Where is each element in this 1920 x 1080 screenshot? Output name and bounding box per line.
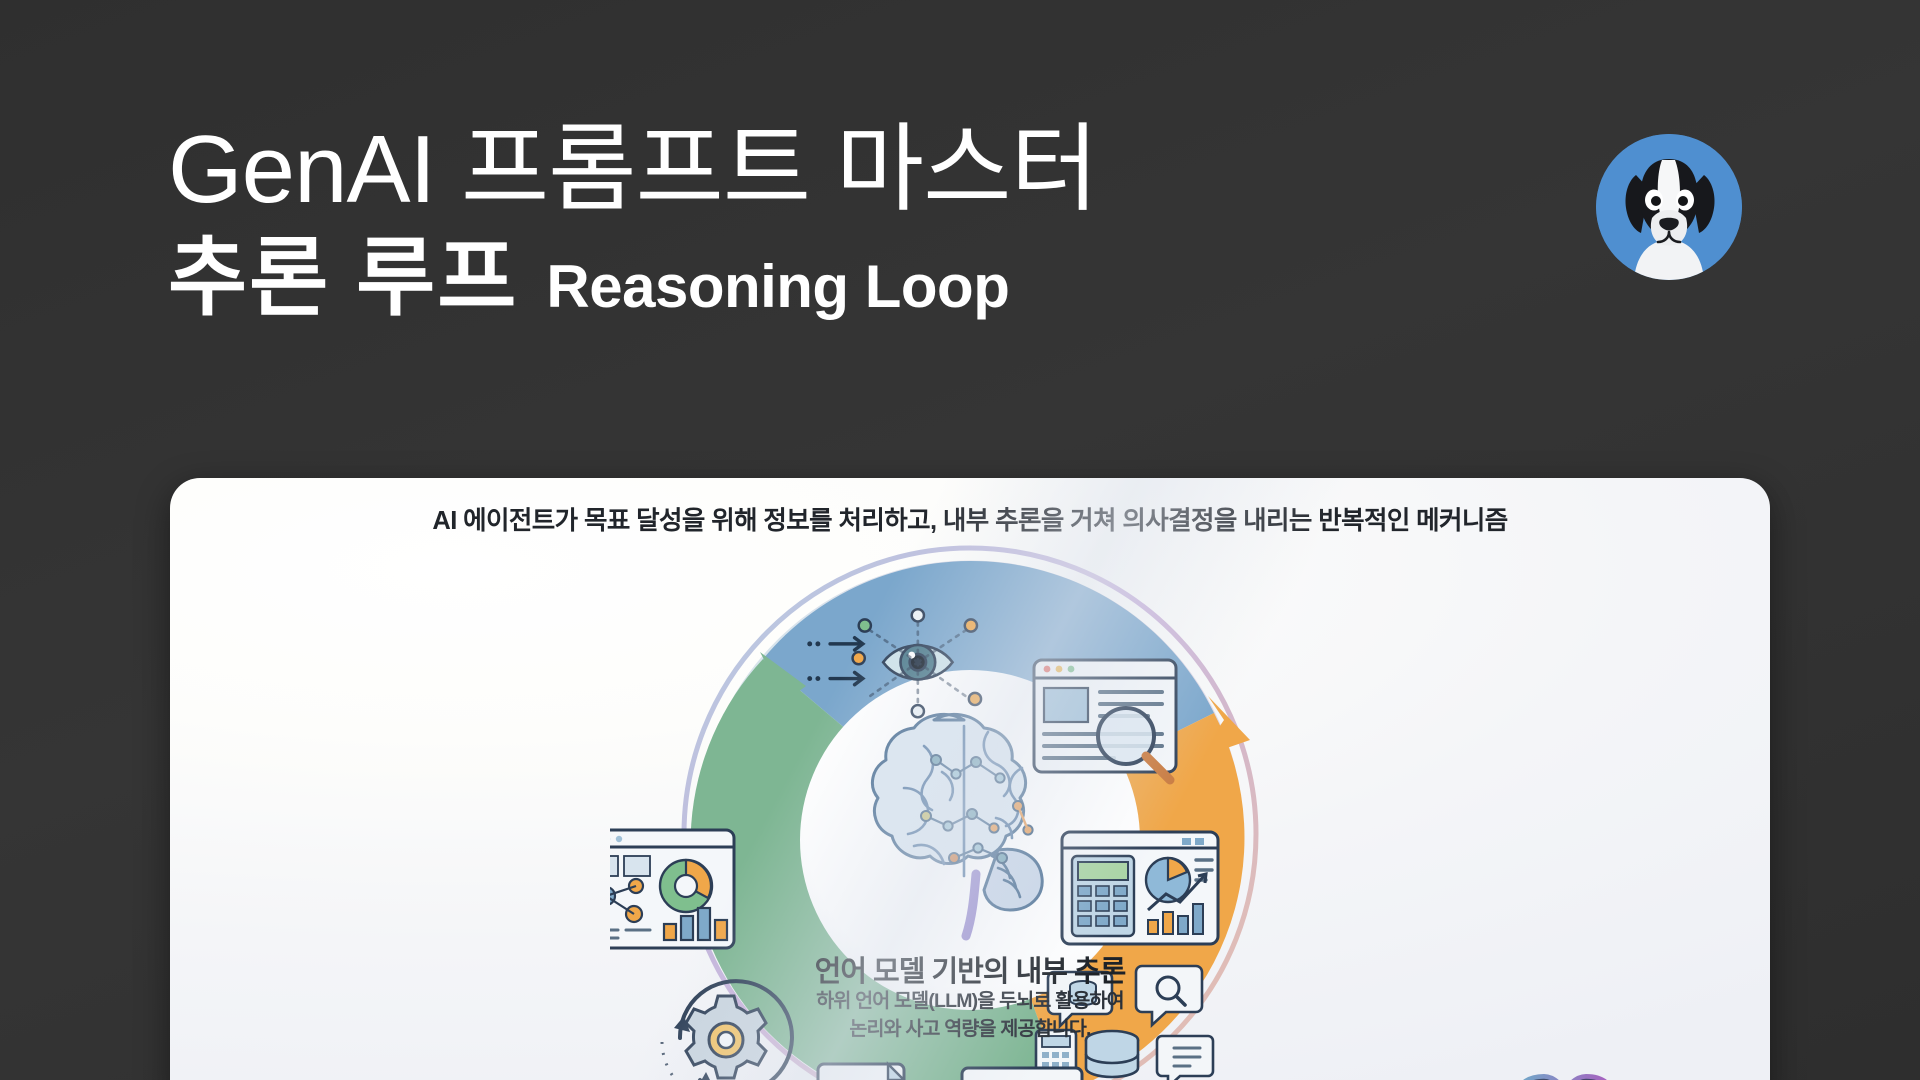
center-description-line2: 논리와 사고 역량을 제공합니다.: [849, 1017, 1091, 1040]
card-subtitle: AI 에이전트가 목표 달성을 위해 정보를 처리하고, 내부 추론을 거쳐 의…: [432, 507, 1508, 535]
brain-icon: [870, 712, 1044, 941]
brand-title: GenAI 프롬프트 마스터: [168, 119, 1808, 221]
brand-title-latin: GenAI: [168, 116, 436, 223]
infinity-progress-badge: [1508, 1044, 1658, 1080]
center-description: 하위 언어 모델(LLM)을 두뇌로 활용하여 논리와 사고 역량을 제공합니다…: [610, 988, 1330, 1043]
report-window-icon: [960, 1066, 1084, 1080]
gear-loop-icon: [660, 979, 794, 1080]
center-description-line1: 하위 언어 모델(LLM)을 두뇌로 활용하여: [816, 990, 1124, 1012]
center-title: 언어 모델 기반의 내부 추론: [814, 956, 1127, 988]
topic-title-korean: 추론 루프: [168, 229, 519, 326]
infographic-card: AI 에이전트가 목표 달성을 위해 정보를 처리하고, 내부 추론을 거쳐 의…: [170, 478, 1770, 1080]
tool-bubbles-icon: [1034, 964, 1215, 1080]
analytics-dashboard-icon: [610, 828, 736, 950]
topic-title-row: 추론 루프 Reasoning Loop: [168, 235, 1808, 321]
calculator-chart-icon: [1060, 830, 1220, 946]
document-search-icon: [1032, 658, 1178, 785]
magnifier-icon: [1096, 706, 1175, 785]
brand-title-korean: 프롬프트 마스터: [460, 116, 1099, 223]
eye-observation-icon: [807, 607, 983, 719]
border-collie-avatar: [1596, 134, 1742, 280]
reasoning-loop-diagram: 언어 모델 기반의 내부 추론 하위 언어 모델(LLM)을 두뇌로 활용하여 …: [610, 544, 1330, 1080]
topic-title-english: Reasoning Loop: [546, 252, 1010, 320]
donut-chart: [658, 858, 714, 914]
output-doc-icon: [816, 1061, 906, 1080]
slide-header: GenAI 프롬프트 마스터 추론 루프 Reasoning Loop: [168, 119, 1808, 321]
